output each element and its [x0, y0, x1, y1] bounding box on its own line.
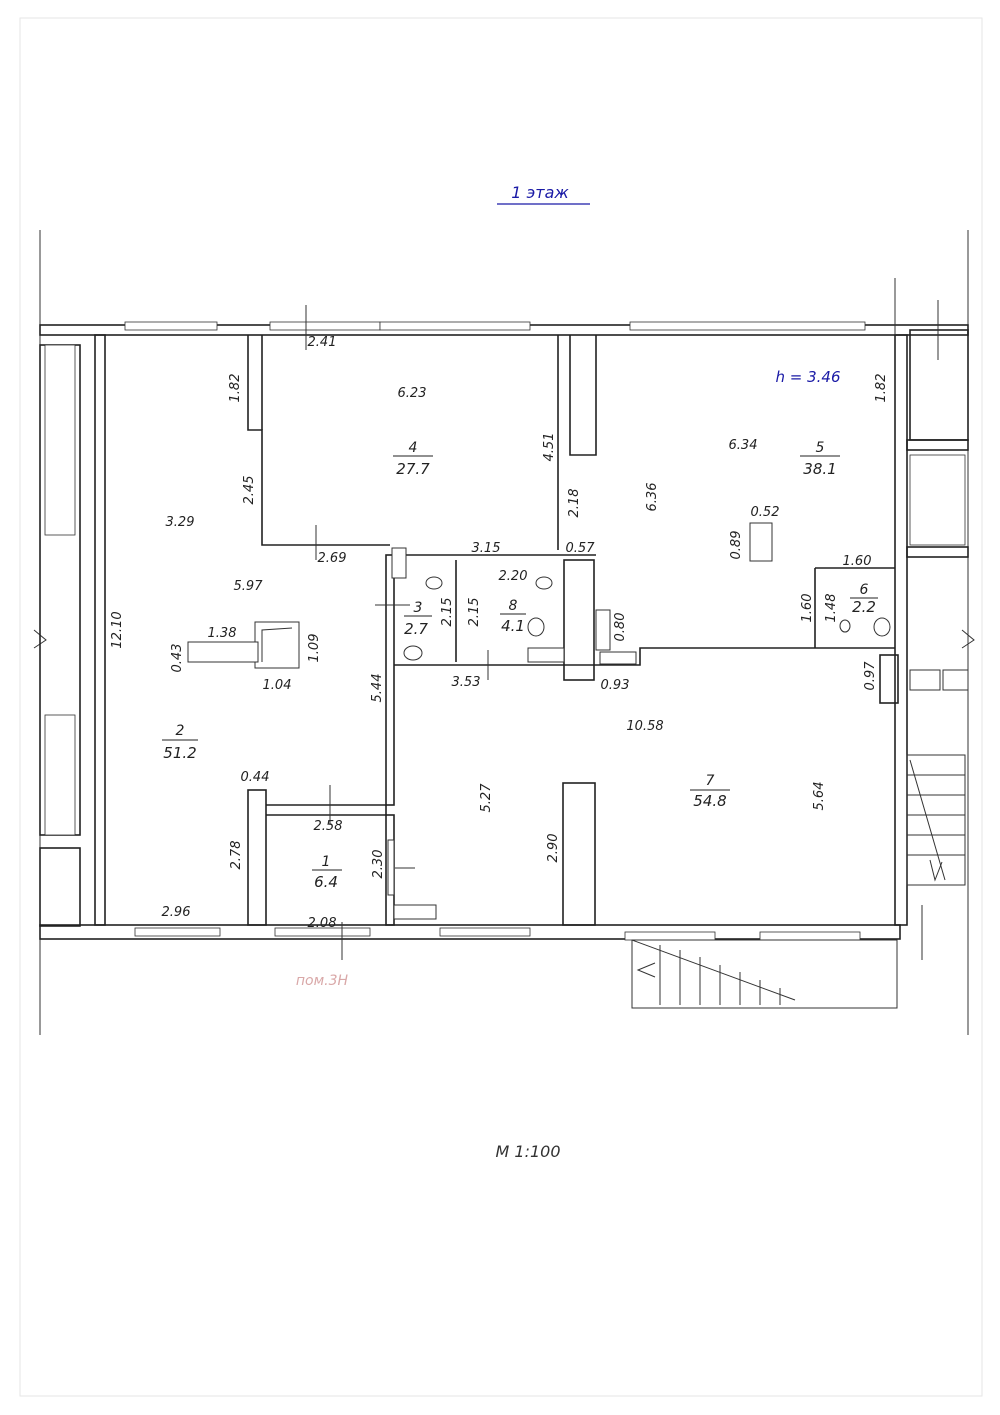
dimension-label: 0.44: [241, 770, 270, 785]
dimension-label: 2.96: [162, 905, 191, 920]
svg-text:6: 6: [860, 582, 869, 598]
dimension-label: 5.97: [234, 579, 264, 594]
svg-text:4: 4: [409, 440, 418, 456]
room-1-label: 1 6.4: [312, 854, 342, 891]
svg-text:4.1: 4.1: [501, 617, 525, 635]
dimension-label: 5.27: [479, 783, 494, 813]
dimension-label: 2.18: [567, 489, 582, 518]
room-3-label: 3 2.7: [404, 600, 432, 638]
staircase-right: [906, 754, 966, 886]
room-2-label: 2 51.2: [162, 723, 198, 762]
dimension-label: 1.48: [824, 594, 839, 623]
svg-text:27.7: 27.7: [396, 460, 430, 478]
svg-text:1: 1: [322, 854, 331, 870]
dimension-label: 2.78: [229, 841, 244, 870]
scale-label: М 1:100: [496, 1142, 561, 1161]
windows: [44, 321, 966, 941]
svg-text:5: 5: [816, 440, 825, 456]
dimension-label: 10.58: [626, 719, 663, 734]
dimension-label: 3.29: [166, 515, 195, 530]
dimension-ticks: [305, 278, 923, 960]
dimension-label: 0.89: [729, 531, 744, 560]
ceiling-height-label: h = 3.46: [775, 368, 840, 386]
svg-text:38.1: 38.1: [803, 460, 836, 478]
dimension-label: 2.45: [242, 476, 257, 505]
dimension-label: 5.44: [370, 674, 385, 703]
room-7-label: 7 54.8: [690, 773, 730, 810]
svg-text:2: 2: [176, 723, 185, 739]
dimension-label: 1.38: [208, 626, 237, 641]
dimension-label: 2.41: [308, 335, 337, 350]
room-8-label: 8 4.1: [500, 598, 526, 635]
svg-text:2.7: 2.7: [404, 620, 428, 638]
dimension-label: 2.08: [308, 916, 337, 931]
dimension-label: 4.51: [542, 433, 557, 462]
dimension-label: 1.60: [800, 594, 815, 623]
dimension-label: 1.09: [307, 634, 322, 663]
floor-title: 1 этаж: [511, 183, 569, 202]
dimension-label: 1.04: [263, 678, 292, 693]
room-6-label: 6 2.2: [850, 582, 878, 616]
right-break-mark: [961, 629, 975, 649]
dimension-label: 2.90: [546, 834, 561, 863]
svg-text:2.2: 2.2: [852, 598, 876, 616]
dimension-label: 3.53: [452, 675, 481, 690]
svg-text:8: 8: [509, 598, 518, 614]
dimension-label: 2.20: [499, 569, 528, 584]
dimension-label: 6.23: [398, 386, 427, 401]
room-4-label: 4 27.7: [393, 440, 433, 478]
dimension-label: 0.43: [170, 644, 185, 673]
dimension-label: 12.10: [110, 611, 125, 648]
dimension-label: 0.52: [751, 505, 780, 520]
dimension-label: 1.82: [874, 374, 889, 403]
svg-text:54.8: 54.8: [693, 792, 726, 810]
dimension-label: 5.64: [812, 782, 827, 811]
svg-text:7: 7: [706, 773, 715, 789]
fixtures: [187, 522, 969, 920]
dimension-label: 2.58: [314, 819, 343, 834]
dimension-labels: 2.41 6.23 1.82 2.45 4.51 2.18 3.29 2.69 …: [110, 335, 889, 931]
dimension-label: 2.15: [467, 598, 482, 627]
dimension-label: 0.80: [613, 613, 628, 642]
svg-text:3: 3: [414, 600, 423, 616]
sheet-frame: [19, 17, 983, 1397]
neighbor-premises-label: пом.3Н: [296, 973, 349, 989]
dimension-label: 0.97: [863, 661, 878, 691]
dimension-label: 0.93: [601, 678, 630, 693]
svg-text:6.4: 6.4: [314, 873, 338, 891]
interior-walls: [247, 335, 899, 926]
dimension-label: 1.82: [228, 374, 243, 403]
staircase-lower: [631, 939, 898, 1009]
dimension-label: 1.60: [843, 554, 872, 569]
dimension-label: 6.34: [729, 438, 758, 453]
left-break-mark: [33, 629, 47, 649]
room-5-label: 5 38.1: [800, 440, 840, 478]
dimension-label: 3.15: [472, 541, 501, 556]
dimension-label: 0.57: [566, 541, 596, 556]
dimension-label: 2.30: [371, 850, 386, 879]
dimension-label: 2.15: [440, 598, 455, 627]
dimension-label: 6.36: [645, 483, 660, 512]
svg-text:51.2: 51.2: [163, 744, 196, 762]
dimension-label: 2.69: [318, 551, 347, 566]
